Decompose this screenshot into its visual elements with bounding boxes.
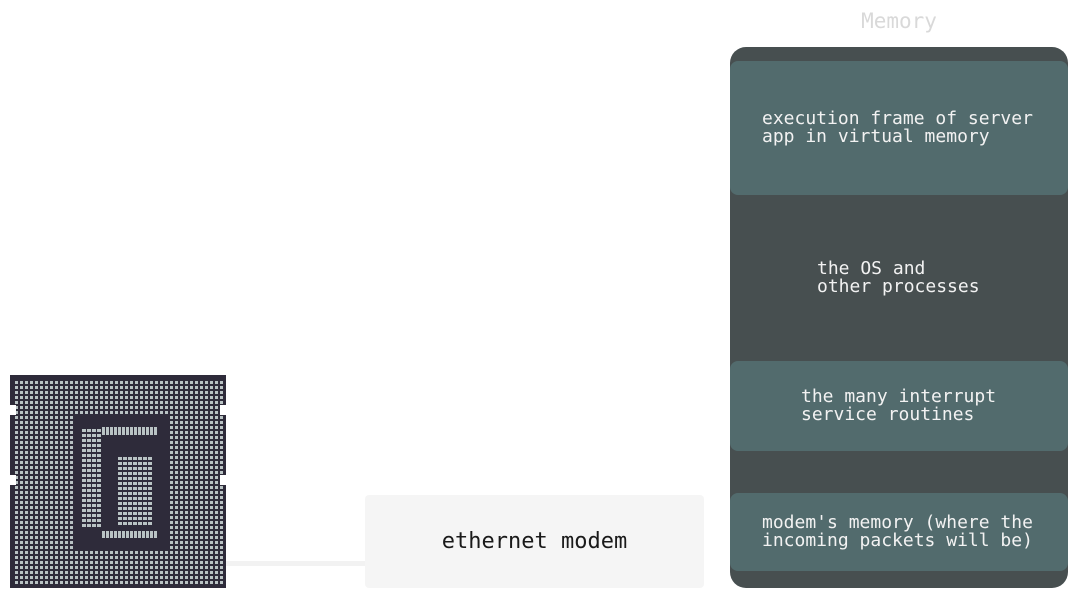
ethernet-modem: ethernet modem [365,495,704,588]
memory-block-os: the OS and other processes [817,258,980,297]
cpu-notch [10,405,16,415]
ethernet-modem-label: ethernet modem [441,529,628,554]
memory-block-app-frame: execution frame of server app in virtual… [730,61,1068,195]
memory-title: Memory [861,9,937,33]
memory-panel: execution frame of server app in virtual… [730,47,1068,588]
cpu-notch [220,405,226,415]
cpu-die-pads [82,427,157,538]
memory-block-interrupt-routines: the many interrupt service routines [730,361,1068,451]
cpu-pin-grid [15,381,223,584]
cpu-modem-connection [226,561,365,566]
cpu-chip-graphic [10,381,226,584]
cpu-notch [10,475,16,485]
cpu-chip-icon [10,375,226,588]
memory-block-modem-buffer: modem's memory (where the incoming packe… [730,493,1068,571]
cpu-notch [220,475,226,485]
